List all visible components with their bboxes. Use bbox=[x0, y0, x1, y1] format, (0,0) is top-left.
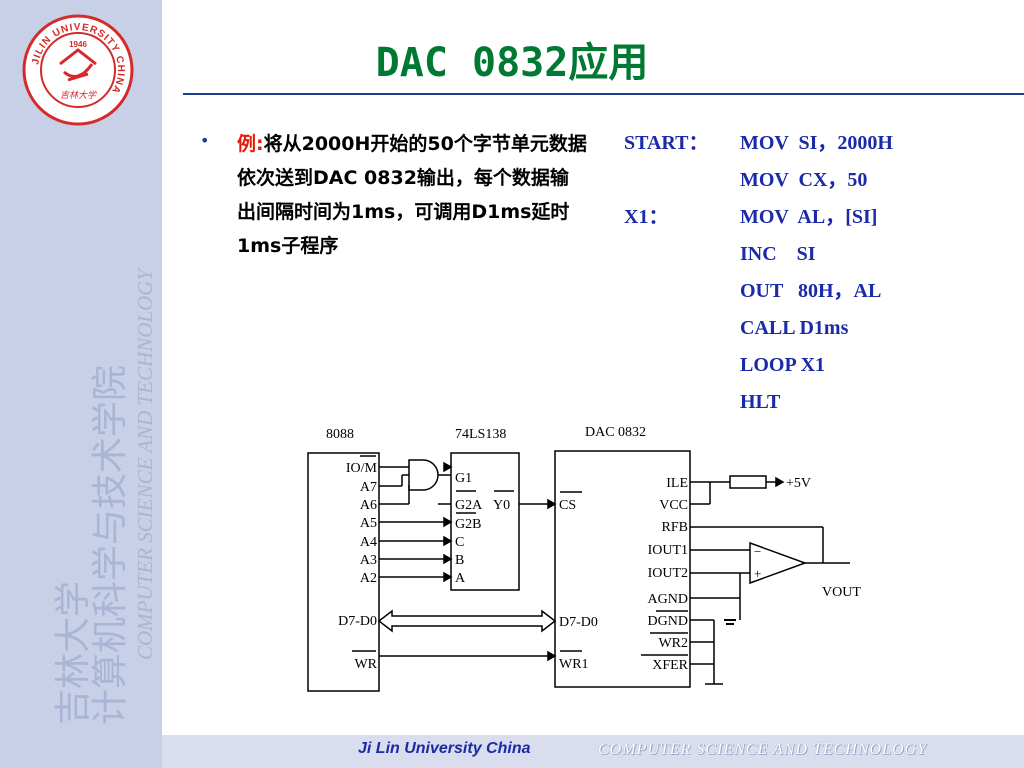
dac-pin-label: AGND bbox=[648, 592, 688, 607]
decoder-pin-label: A bbox=[455, 571, 466, 586]
code-line: X1： MOV AL，[SI] bbox=[624, 199, 1024, 236]
sidebar-watermark: 吉林大学 计算机科学与技术学院 COMPUTER SCIENCE AND TEC… bbox=[53, 267, 157, 725]
opamp-minus-icon: − bbox=[754, 544, 761, 559]
task-description: 例:将从2000H开始的50个字节单元数据依次送到DAC 0832输出，每个数据… bbox=[237, 127, 587, 263]
task-text: 将从2000H开始的50个字节单元数据依次送到DAC 0832输出，每个数据输出… bbox=[237, 133, 587, 257]
code-instruction: HLT bbox=[740, 391, 781, 413]
footer-university: Ji Lin University China bbox=[358, 740, 531, 757]
op-amp bbox=[749, 541, 808, 585]
code-instruction: CALL D1ms bbox=[740, 317, 849, 339]
circuit-diagram: 8088 74LS138 DAC 0832 IO/M A7 A6 A5 A4 A… bbox=[307, 425, 861, 692]
logo-motto: 吉林大学 bbox=[60, 90, 97, 101]
dac-pin-label: DGND bbox=[648, 614, 688, 629]
code-instruction: OUT 80H，AL bbox=[740, 280, 882, 302]
dac-pin-label: D7-D0 bbox=[559, 615, 598, 630]
code-instruction: MOV CX，50 bbox=[740, 169, 868, 191]
decoder-output-label: Y0 bbox=[493, 498, 510, 513]
dac-pin-label: IOUT2 bbox=[648, 566, 688, 581]
cpu-pin-label: A6 bbox=[360, 498, 377, 513]
bullet-dot-icon: • bbox=[200, 131, 210, 150]
decoder-pin-label: B bbox=[455, 553, 464, 568]
dac-pin-label: IOUT1 bbox=[648, 543, 688, 558]
and-gate bbox=[408, 459, 439, 491]
dac-pin-label: RFB bbox=[662, 520, 688, 535]
assembly-code: START： MOV SI，2000H MOV CX，50 X1： MOV AL… bbox=[624, 125, 1024, 421]
footer-department: COMPUTER SCIENCE AND TECHNOLOGY bbox=[598, 741, 927, 758]
decoder-pin-label: G2B bbox=[455, 517, 481, 532]
code-label: X1： bbox=[624, 206, 669, 228]
cpu-pin-label: A4 bbox=[360, 535, 377, 550]
sidebar-college-name: 计算机科学与技术学院 bbox=[90, 365, 131, 725]
code-instruction: MOV AL，[SI] bbox=[740, 206, 878, 228]
dac-pin-label: WR2 bbox=[658, 636, 688, 651]
code-instruction: LOOP X1 bbox=[740, 354, 826, 376]
cpu-name-label: 8088 bbox=[326, 427, 354, 442]
code-line: LOOP X1 bbox=[624, 347, 1024, 384]
cpu-pin-label: A3 bbox=[360, 553, 377, 568]
opamp-plus-icon: + bbox=[754, 566, 761, 581]
dac-pin-label: VCC bbox=[659, 498, 688, 513]
output-label: VOUT bbox=[822, 585, 861, 600]
university-logo: JILIN UNIVERSITY CHINA 1946 吉林大学 bbox=[22, 14, 134, 126]
dac-pin-label: XFER bbox=[652, 658, 688, 673]
decoder-name-label: 74LS138 bbox=[455, 427, 506, 442]
dac-pin-label: CS bbox=[559, 498, 576, 513]
resistor bbox=[729, 475, 767, 489]
cpu-pin-label: IO/M bbox=[346, 461, 378, 476]
logo-year: 1946 bbox=[69, 40, 87, 49]
sidebar-school-name: 吉林大学 bbox=[53, 581, 94, 725]
supply-label: +5V bbox=[786, 476, 811, 491]
decoder-pin-label: C bbox=[455, 535, 464, 550]
code-line: INC SI bbox=[624, 236, 1024, 273]
decoder-pin-label: G1 bbox=[455, 471, 472, 486]
cpu-pin-label: A7 bbox=[360, 480, 377, 495]
cpu-8088-chip bbox=[307, 452, 380, 692]
sidebar: JILIN UNIVERSITY CHINA 1946 吉林大学 吉林大学 计算… bbox=[0, 0, 162, 768]
dac-name-label: DAC 0832 bbox=[585, 425, 646, 440]
decoder-pin-label: G2A bbox=[455, 498, 483, 513]
code-line: HLT bbox=[624, 384, 1024, 421]
title-divider bbox=[183, 93, 1024, 95]
footer-band bbox=[162, 735, 1024, 768]
code-line: START： MOV SI，2000H bbox=[624, 125, 1024, 162]
code-line: MOV CX，50 bbox=[624, 162, 1024, 199]
code-instruction: INC SI bbox=[740, 243, 816, 265]
code-label: START： bbox=[624, 132, 709, 154]
dac0832-chip bbox=[554, 450, 691, 688]
dac-pin-label: ILE bbox=[666, 476, 688, 491]
task-lead: 例: bbox=[237, 133, 264, 155]
data-bus-arrow bbox=[377, 609, 557, 633]
code-line: OUT 80H，AL bbox=[624, 273, 1024, 310]
cpu-wr-label: WR bbox=[354, 657, 377, 672]
slide-title: DAC 0832应用 bbox=[375, 40, 649, 86]
cpu-pin-label: A2 bbox=[360, 571, 377, 586]
cpu-pin-label: A5 bbox=[360, 516, 377, 531]
dac-pin-label: WR1 bbox=[559, 657, 589, 672]
code-instruction: MOV SI，2000H bbox=[740, 132, 893, 154]
sidebar-english-name: COMPUTER SCIENCE AND TECHNOLOGY bbox=[133, 267, 157, 660]
code-line: CALL D1ms bbox=[624, 310, 1024, 347]
cpu-databus-label: D7-D0 bbox=[338, 614, 377, 629]
